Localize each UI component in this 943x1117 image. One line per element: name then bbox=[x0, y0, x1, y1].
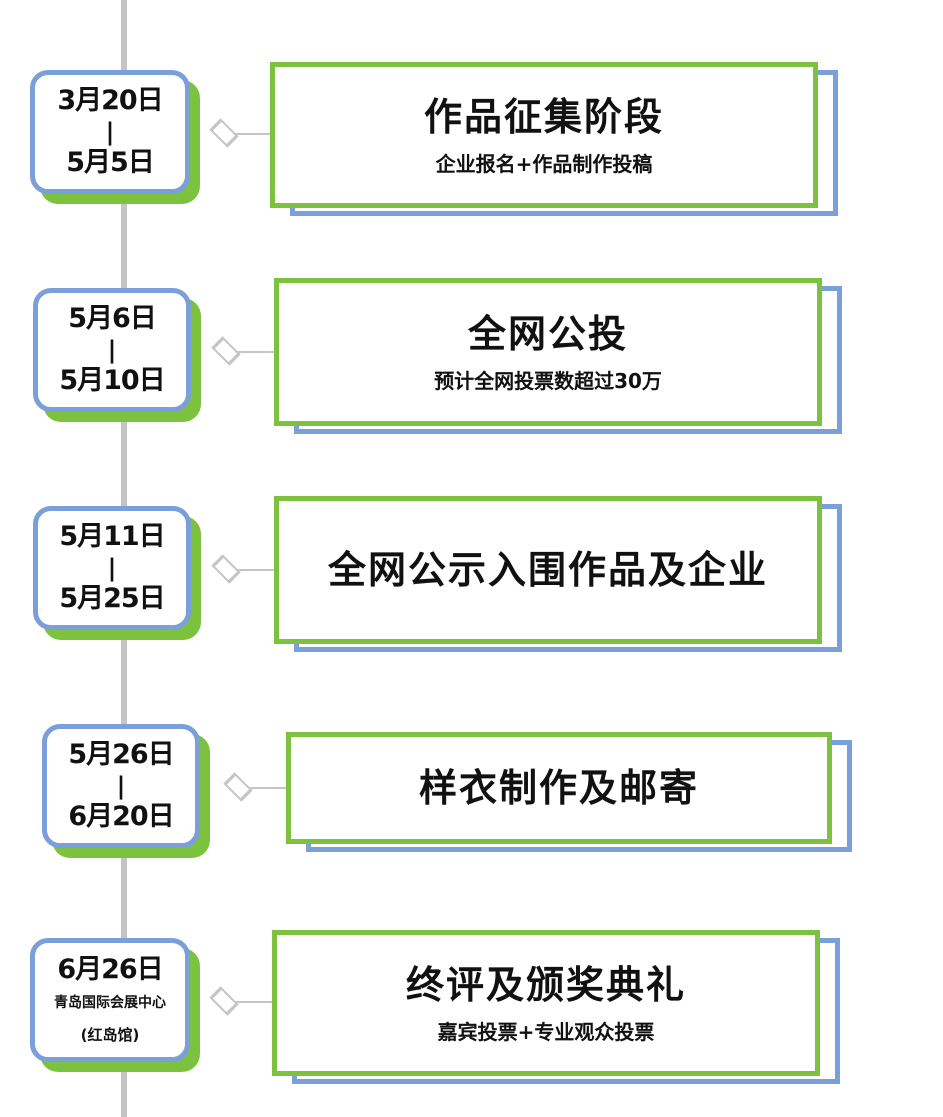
date-start: 5月6日 bbox=[68, 303, 157, 334]
event-hall: (红岛馆) bbox=[80, 1026, 140, 1044]
date-start: 5月11日 bbox=[59, 521, 165, 552]
date-badge-stage-5: 6月26日 青岛国际会展中心 (红岛馆) bbox=[30, 938, 200, 1072]
stage-title: 终评及颁奖典礼 bbox=[405, 963, 686, 1007]
stage-card-5: 终评及颁奖典礼 嘉宾投票+专业观众投票 bbox=[272, 930, 840, 1084]
date-separator: | bbox=[107, 554, 117, 582]
stage-subtitle: 预计全网投票数超过30万 bbox=[434, 369, 662, 393]
diamond-icon bbox=[209, 118, 239, 148]
date-start: 5月26日 bbox=[68, 739, 174, 770]
date-separator: | bbox=[116, 772, 126, 800]
diamond-icon bbox=[211, 554, 241, 584]
stage-subtitle: 企业报名+作品制作投稿 bbox=[435, 152, 653, 176]
date-end: 5月10日 bbox=[59, 365, 165, 396]
stage-card-4: 样衣制作及邮寄 bbox=[286, 732, 852, 852]
connector-stage-2 bbox=[211, 336, 276, 366]
date-end: 6月20日 bbox=[68, 801, 174, 832]
diamond-icon bbox=[223, 772, 253, 802]
connector-stage-4 bbox=[223, 772, 288, 802]
date-start: 3月20日 bbox=[57, 85, 163, 116]
date-end: 5月25日 bbox=[59, 583, 165, 614]
date-badge-stage-4: 5月26日 | 6月20日 bbox=[42, 724, 210, 858]
event-location: 青岛国际会展中心 bbox=[54, 995, 166, 1011]
stage-card-2: 全网公投 预计全网投票数超过30万 bbox=[274, 278, 842, 434]
stage-title: 样衣制作及邮寄 bbox=[418, 766, 699, 810]
stage-card-3: 全网公示入围作品及企业 bbox=[274, 496, 842, 652]
connector-stage-3 bbox=[211, 554, 276, 584]
connector-stage-1 bbox=[209, 118, 274, 148]
date-badge-stage-3: 5月11日 | 5月25日 bbox=[33, 506, 201, 640]
connector-stage-5 bbox=[209, 986, 274, 1016]
date-badge-stage-1: 3月20日 | 5月5日 bbox=[30, 70, 200, 204]
date-separator: | bbox=[105, 118, 115, 146]
diamond-icon bbox=[211, 336, 241, 366]
stage-title: 全网公示入围作品及企业 bbox=[327, 548, 768, 592]
date-badge-stage-2: 5月6日 | 5月10日 bbox=[33, 288, 201, 422]
stage-title: 作品征集阶段 bbox=[423, 95, 664, 139]
date-start: 6月26日 bbox=[57, 954, 163, 985]
date-end: 5月5日 bbox=[66, 147, 155, 178]
diamond-icon bbox=[209, 986, 239, 1016]
stage-card-1: 作品征集阶段 企业报名+作品制作投稿 bbox=[270, 62, 838, 216]
stage-subtitle: 嘉宾投票+专业观众投票 bbox=[437, 1020, 655, 1044]
stage-title: 全网公投 bbox=[467, 312, 628, 356]
date-separator: | bbox=[107, 336, 117, 364]
